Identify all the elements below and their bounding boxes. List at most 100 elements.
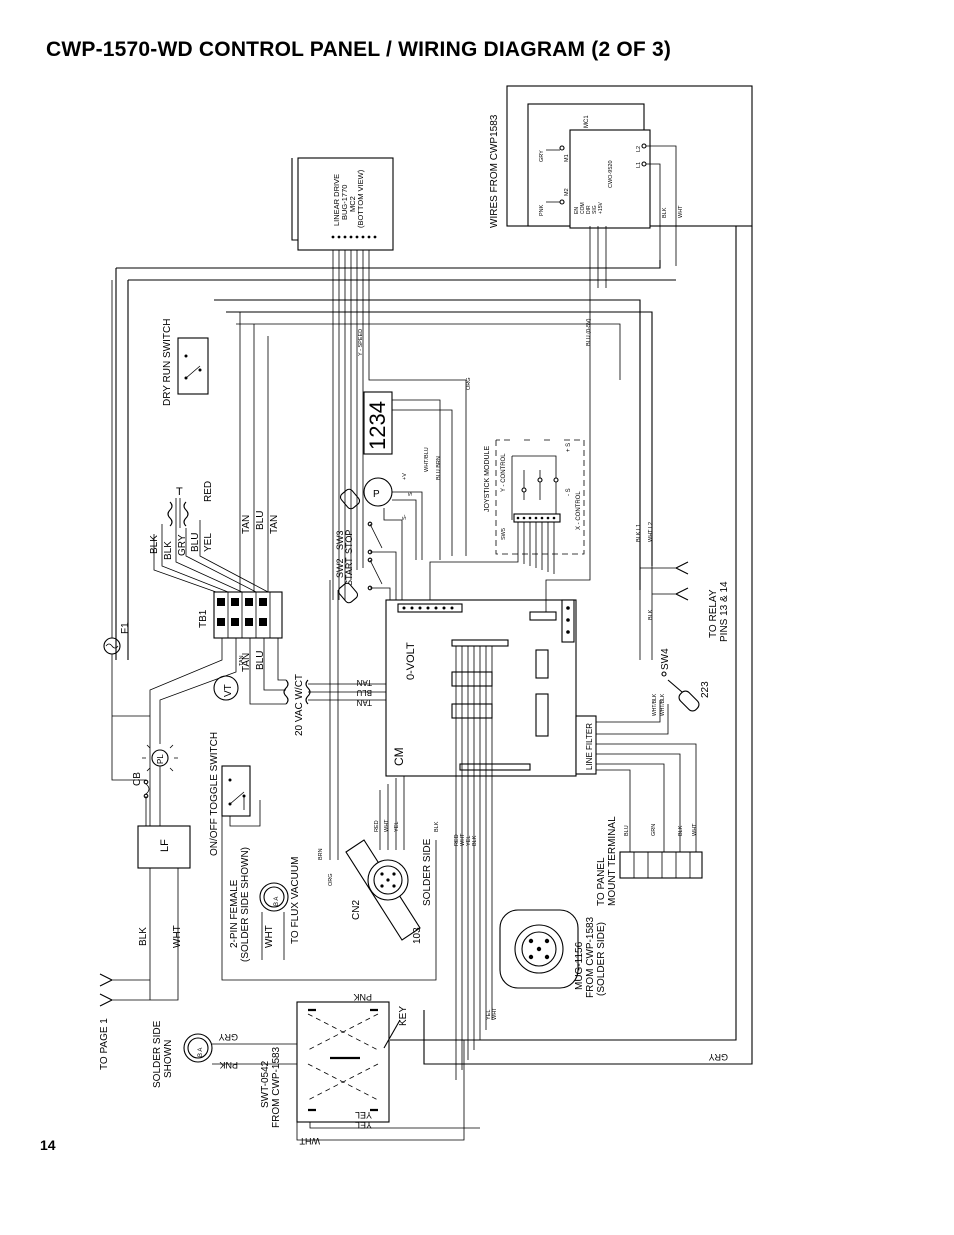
linear-drive-line3: MC2 xyxy=(348,196,357,212)
to-panel-line1: TO PANEL xyxy=(596,857,607,906)
tb1-blk1: BLK xyxy=(149,535,160,554)
transformer-label: T xyxy=(176,486,183,498)
to-relay-line1: TO RELAY xyxy=(708,589,719,638)
solder-side-connector: B A SOLDER SIDE SHOWN xyxy=(152,1020,213,1088)
pl-label: PL xyxy=(156,754,165,764)
bottom-yel1: YEL xyxy=(355,1110,372,1120)
transformer: T xyxy=(167,486,189,528)
pot-minus-s: S- xyxy=(402,514,408,520)
vac-tan1: TAN xyxy=(356,678,372,687)
relay-blk-l1: BLK L1 xyxy=(636,524,642,542)
mc1-m2: M2 xyxy=(564,188,570,196)
to-page-1: TO PAGE 1 xyxy=(99,973,113,1070)
mc1-blk: BLK xyxy=(662,207,668,218)
display-text: 1234 xyxy=(365,401,390,450)
mc1-pin-en: EN xyxy=(574,207,580,214)
bottom-pnk-left: PNK xyxy=(219,1060,238,1070)
relay-blk: BLK xyxy=(648,609,654,620)
tb1-tan-small: TAN xyxy=(239,655,245,666)
mug-wht: WHT xyxy=(460,833,466,846)
to-panel-line2: MOUNT TERMINAL xyxy=(607,816,618,906)
to-flux-label: TO FLUX VACUUM xyxy=(290,857,301,944)
sw4-switch: SW4 223 xyxy=(660,648,711,712)
mug-blk: BLK xyxy=(472,835,478,846)
pmt-blk: BLK xyxy=(678,825,684,836)
mug-yel: YEL xyxy=(466,836,472,846)
mc1-block: WIRES FROM CWP1583 MC1 CWO-9520 M1 M2 L2… xyxy=(489,85,753,266)
f1-label: F1 xyxy=(120,622,131,634)
sw3-stop-label: STOP xyxy=(344,530,354,554)
vac-tan2: TAN xyxy=(356,698,372,707)
mc1-l2: L2 xyxy=(636,146,642,152)
tb1-tan-bottom: TAN xyxy=(241,653,252,672)
pin-female-line2: (SOLDER SIDE SHOWN) xyxy=(240,847,251,962)
pmt-wht: WHT xyxy=(692,823,698,836)
wire-org: ORG xyxy=(466,377,472,390)
vac-transformer-coil: 20 VAC W/CT xyxy=(283,674,311,736)
mc1-pin-com: COM xyxy=(580,202,586,214)
onoff-label: ON/OFF TOGGLE SWITCH xyxy=(209,732,220,856)
vt-meter: VT xyxy=(213,675,239,701)
onoff-toggle-switch: ON/OFF TOGGLE SWITCH xyxy=(209,732,251,856)
linear-drive-line1: LINEAR DRIVE xyxy=(332,174,341,226)
solder-ba: B A xyxy=(198,1048,204,1057)
tb1-blu2: BLU xyxy=(255,511,266,530)
page-title: CWP-1570-WD CONTROL PANEL / WIRING DIAGR… xyxy=(46,38,672,61)
connector-cn2: CN2 103 SOLDER SIDE xyxy=(345,838,433,944)
tb1-blu: BLU xyxy=(190,533,201,552)
vt-label: VT xyxy=(223,684,234,697)
mc1-pnk: PNK xyxy=(539,204,545,216)
sw2-start: SW2 START xyxy=(335,557,383,604)
joystick-plus-s: + S xyxy=(566,443,572,452)
potentiometer: P S +V S- xyxy=(339,473,414,520)
pot-s: S xyxy=(408,492,414,496)
cn2-label: CN2 xyxy=(351,900,362,920)
mc1-pin-sig: SIG xyxy=(592,205,598,214)
mc1-model: CWO-9520 xyxy=(608,160,614,188)
swt-line1: SWT-0542 xyxy=(260,1060,271,1108)
cm-label: CM xyxy=(392,747,406,766)
cn2-blk: BLK xyxy=(434,821,440,832)
mc1-label: MC1 xyxy=(584,115,590,128)
mc1-pin-15v: +15V xyxy=(598,202,604,214)
cb-label: CB xyxy=(132,772,143,786)
to-relay-line2: PINS 13 & 14 xyxy=(719,581,730,642)
pmt-grn: GRN xyxy=(651,824,657,836)
lf-wht-blk1: WHT/BLK xyxy=(652,693,658,716)
tb1-tan2: TAN xyxy=(269,515,280,534)
linear-drive-line2: BUG-1770 xyxy=(340,185,349,220)
counter-display: 1234 xyxy=(363,391,393,455)
dry-run-label: DRY RUN SWITCH xyxy=(162,319,173,406)
onoff-wht: WHT xyxy=(264,925,275,948)
wire-network: Y - SPEED BLU (0-5V) ORG WHT/BLU BLU BRN… xyxy=(111,226,753,1146)
joystick-y: Y - CONTROL xyxy=(501,453,507,492)
wire-y-speed: Y - SPEED xyxy=(358,329,364,356)
relay-wht-l2: WHT L2 xyxy=(648,522,654,542)
sw2-label: SW2 xyxy=(335,558,345,578)
wire-org2: ORG xyxy=(328,873,334,886)
dry-run-switch: DRY RUN SWITCH xyxy=(162,319,209,406)
control-module-cm: CM 0-VOLT xyxy=(385,599,577,777)
two-pin-female: B A 2-PIN FEMALE (SOLDER SIDE SHOWN) TO … xyxy=(229,847,301,962)
lf-blk: BLK xyxy=(138,927,149,946)
tb1-blk2: BLK xyxy=(163,541,174,560)
joystick-sw5: SW5 xyxy=(501,528,507,540)
linear-drive-line4: (BOTTOM VIEW) xyxy=(356,169,365,228)
vac-blu: BLU xyxy=(356,688,372,697)
line-filter-label: LINE FILTER xyxy=(585,723,594,770)
joystick-x: X - CONTROL xyxy=(576,491,582,530)
mc1-gry: GRY xyxy=(539,150,545,162)
bottom-wht: WHT xyxy=(299,1136,320,1146)
wire-brn: BRN xyxy=(318,848,324,860)
wire-blu-brn: BLU BRN xyxy=(436,456,442,480)
mug-line2: FROM CWP-1583 xyxy=(585,916,596,998)
linear-drive: LINEAR DRIVE BUG-1770 MC2 (BOTTOM VIEW) xyxy=(291,157,394,251)
vac-label: 20 VAC W/CT xyxy=(294,674,305,736)
solder-side-shown-1: SOLDER SIDE xyxy=(152,1020,163,1088)
cn2-red: RED xyxy=(374,820,380,832)
tb1-label: TB1 xyxy=(198,609,209,628)
wire-wht-blu: WHT/BLU xyxy=(424,447,430,472)
mc1-m1: M1 xyxy=(564,154,570,162)
zero-volt-label: 0-VOLT xyxy=(405,642,417,680)
mug-red: RED xyxy=(454,834,460,846)
